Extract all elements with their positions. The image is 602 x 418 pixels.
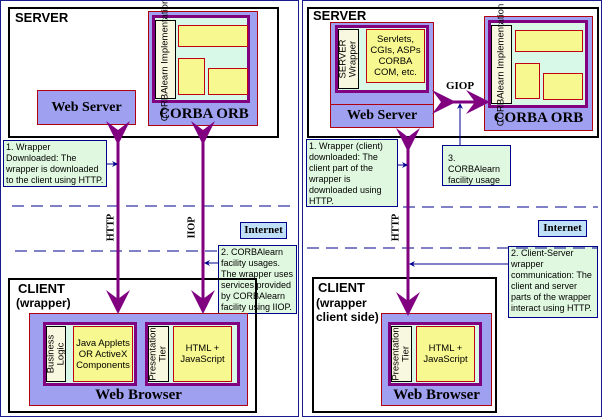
right-client-subtitle: (wrapper client side): [316, 296, 379, 324]
uml-package: [178, 25, 248, 47]
left-client-subtitle: (wrapper): [16, 296, 71, 310]
right-corba-impl-label: CORBAlearn Implementation: [491, 3, 512, 126]
left-note-1: 1. Wrapper Downloaded: The wrapper is do…: [3, 140, 107, 187]
right-corba-orb-label: CORBA ORB: [493, 110, 584, 126]
right-server-title: SERVER: [313, 8, 367, 23]
right-internet-label: Internet: [538, 220, 587, 237]
business-logic-label: Business Logic: [45, 326, 66, 382]
uml-package: [178, 58, 205, 95]
right-note-1: 1. Wrapper (client) downloaded: The clie…: [306, 139, 398, 207]
uml-package: [543, 73, 583, 100]
left-panel: [0, 0, 299, 417]
servlets-box: Servlets, CGIs, ASPs CORBA COM, etc.: [366, 29, 425, 83]
right-note-2: 2. Client-Server wrapper communication: …: [508, 246, 598, 318]
applets-box: Java Applets OR ActiveX Components: [73, 326, 133, 382]
right-client-title: CLIENT: [318, 280, 365, 295]
left-web-browser-label: Web Browser: [95, 387, 182, 403]
right-web-server-label: Web Server: [330, 104, 434, 124]
protocol-arrows: [106, 90, 490, 316]
left-client-title: CLIENT: [18, 281, 65, 296]
uml-package: [515, 63, 540, 99]
left-presentation-label: Presentation Tier: [147, 326, 169, 382]
right-html-box: HTML + JavaScript: [416, 326, 475, 382]
giop-label: GIOP: [445, 80, 475, 92]
uml-package: [515, 30, 583, 52]
left-html-box: HTML + JavaScript: [173, 326, 232, 382]
right-note-3: 3. CORBAlearn facility usage: [442, 145, 511, 186]
left-corba-impl-label: CORBAlearn Implementation: [155, 0, 176, 121]
note-pointers: [107, 103, 508, 267]
internet-boundary-lines: [12, 205, 598, 252]
right-presentation-label: Presentation Tier: [390, 326, 412, 382]
right-web-browser-label: Web Browser: [393, 387, 480, 403]
left-corba-orb-label: CORBA ORB: [159, 106, 249, 122]
left-server-title: SERVER: [15, 10, 69, 25]
left-internet-label: Internet: [240, 222, 287, 239]
server-wrapper-label: SERVER Wrapper: [338, 29, 359, 89]
left-web-server: Web Server: [37, 90, 136, 125]
uml-package: [208, 68, 248, 95]
left-client-box: [8, 278, 257, 413]
